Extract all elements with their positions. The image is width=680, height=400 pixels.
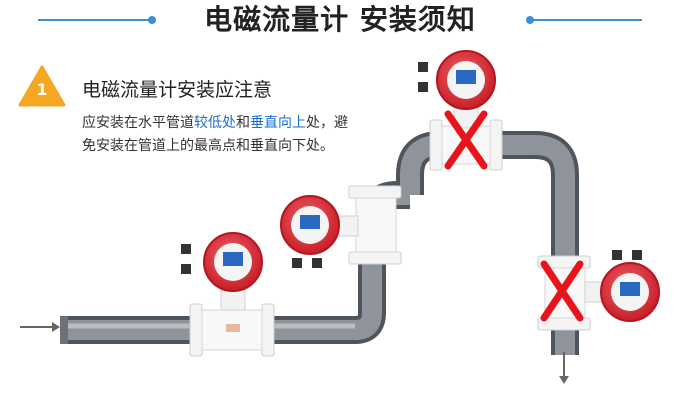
header-dot-right [526, 16, 534, 24]
section-heading: 电磁流量计安装应注意 [82, 79, 273, 101]
flow-arrow-icon [20, 322, 60, 332]
header-line-right [530, 19, 642, 21]
flowmeter-vertical-upward [280, 185, 402, 268]
note-highlight-lower-position: 较低处 [194, 115, 236, 131]
installation-note: 应安装在水平管道较低处和垂直向上处，避免安装在管道上的最高点和垂直向下处。 [82, 112, 352, 158]
step-number: 1 [36, 80, 48, 99]
note-text-part: 应安装在水平管道 [82, 115, 194, 131]
cross-mark-icon [444, 110, 488, 170]
header-line-left [38, 19, 150, 21]
cross-mark-icon [540, 260, 584, 322]
flowmeter-horizontal-low [181, 232, 275, 357]
note-text-part: 处，避免安装在管道上的最高点和垂直向下处。 [82, 115, 348, 154]
page-title: 电磁流量计 安装须知 [204, 3, 476, 36]
flow-arrow-icon [559, 352, 569, 384]
note-highlight-vertical-upward: 垂直向上 [250, 115, 306, 131]
header-dot-left [148, 16, 156, 24]
flowmeter-vertical-downward [537, 250, 660, 331]
warning-triangle-icon [18, 65, 66, 107]
note-text-part: 和 [236, 115, 250, 131]
